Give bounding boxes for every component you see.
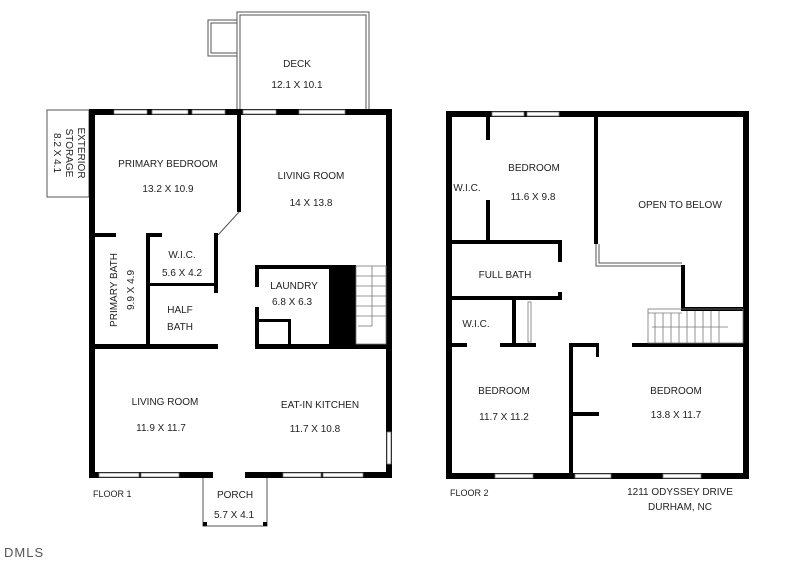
bedroom-top-dims: 11.6 X 9.8	[511, 192, 556, 203]
stairs-floor-2	[647, 308, 744, 344]
living-room-lower-label: LIVING ROOM	[132, 397, 199, 408]
wall-west	[446, 111, 452, 479]
wall-west	[89, 109, 95, 478]
bedroom-right-dims: 13.8 X 11.7	[651, 410, 702, 421]
wall	[255, 265, 330, 269]
wall	[486, 200, 490, 242]
wall	[558, 240, 562, 262]
window	[282, 472, 322, 478]
porch-dims: 5.7 X 4.1	[214, 510, 254, 521]
bedroom-left-dims: 11.7 X 11.2	[479, 412, 529, 423]
laundry-dims: 6.8 X 6.3	[272, 297, 312, 308]
exterior-storage-dims: 8.2 X 4.1	[51, 133, 62, 173]
address-line-1: 1211 ODYSSEY DRIVE	[627, 487, 733, 498]
wic-upper-label: W.I.C.	[453, 183, 480, 194]
window	[491, 111, 525, 117]
wall	[569, 343, 573, 477]
open-to-below-label: OPEN TO BELOW	[638, 200, 722, 211]
exterior-storage-label-group: EXTERIOR	[75, 127, 86, 178]
wall	[146, 233, 150, 348]
wall	[92, 233, 116, 237]
angled-door	[217, 211, 240, 236]
wall	[255, 307, 259, 347]
open-railing	[595, 244, 682, 267]
window	[191, 109, 226, 115]
wall	[449, 343, 467, 347]
wall	[449, 240, 562, 244]
wall	[255, 265, 259, 287]
wall	[146, 233, 162, 237]
primary-bath-dims: 9.9 X 4.9	[126, 270, 137, 310]
wall	[596, 343, 599, 357]
floor-2-plan: W.I.C. BEDROOM 11.6 X 9.8 OPEN TO BELOW …	[446, 111, 749, 513]
deck-dims: 12.1 X 10.1	[271, 80, 323, 91]
wic-label: W.I.C.	[168, 250, 195, 261]
floor-2-label: FLOOR 2	[450, 488, 489, 498]
half-bath-label-line1: HALF	[167, 305, 193, 316]
laundry-label: LAUNDRY	[270, 281, 318, 292]
window	[386, 431, 392, 465]
address-line-2: DURHAM, NC	[648, 502, 712, 513]
wic-lower-label: W.I.C.	[462, 319, 489, 330]
primary-bedroom-label: PRIMARY BEDROOM	[118, 159, 218, 170]
wall	[449, 296, 562, 300]
window	[494, 473, 534, 479]
deck-label: DECK	[283, 59, 311, 70]
primary-bedroom-dims: 13.2 X 10.9	[142, 184, 194, 195]
wall	[148, 283, 216, 286]
deck-outline	[207, 11, 370, 110]
wall	[214, 233, 218, 293]
wall	[255, 344, 389, 349]
window	[151, 109, 189, 115]
wic-dims: 5.6 X 4.2	[162, 268, 202, 279]
wall	[237, 112, 241, 212]
wall-east	[743, 111, 749, 479]
wall	[92, 344, 218, 349]
eat-in-kitchen-label: EAT-IN KITCHEN	[281, 400, 359, 411]
living-room-lower-dims: 11.9 X 11.7	[136, 423, 186, 434]
living-room-upper-dims: 14 X 13.8	[290, 198, 333, 209]
closet-door	[527, 301, 532, 343]
wall	[569, 343, 599, 347]
primary-bath-label: PRIMARY BATH	[109, 253, 120, 327]
window	[662, 473, 702, 479]
half-bath-label-line2: BATH	[167, 322, 193, 333]
window	[298, 109, 346, 115]
porch-label: PORCH	[217, 490, 253, 501]
wall	[594, 114, 598, 244]
front-door-opening	[213, 472, 245, 478]
exterior-storage-label-line2: STORAGE	[63, 129, 74, 178]
dmls-watermark: DMLS	[4, 545, 45, 560]
living-room-upper-label: LIVING ROOM	[278, 171, 345, 182]
wall	[486, 114, 490, 140]
full-bath-label: FULL BATH	[479, 270, 532, 281]
floor-1-label: FLOOR 1	[93, 489, 132, 499]
wall	[681, 265, 685, 311]
window	[140, 472, 180, 478]
wall	[512, 298, 516, 346]
bedroom-left-label: BEDROOM	[478, 386, 530, 397]
bedroom-right-label: BEDROOM	[650, 386, 702, 397]
deck-door	[242, 109, 277, 115]
eat-in-kitchen-dims: 11.7 X 10.8	[290, 424, 341, 435]
wall	[571, 412, 599, 416]
wall	[255, 319, 291, 322]
window	[574, 473, 612, 479]
wall	[500, 343, 536, 347]
stairs-floor-1	[355, 265, 387, 345]
exterior-storage-label-line1: EXTERIOR	[75, 127, 86, 178]
wall	[288, 319, 291, 347]
window	[98, 472, 140, 478]
stair-wall-block	[329, 265, 356, 347]
wall-east	[386, 109, 392, 478]
wall	[632, 343, 747, 347]
window	[322, 472, 364, 478]
bedroom-top-label: BEDROOM	[508, 163, 560, 174]
window	[526, 111, 560, 117]
floor-1-plan: DECK 12.1 X 10.1 EXTERIOR STORAGE 8.2 X …	[46, 11, 392, 527]
window	[113, 109, 148, 115]
porch-outline	[202, 478, 268, 527]
